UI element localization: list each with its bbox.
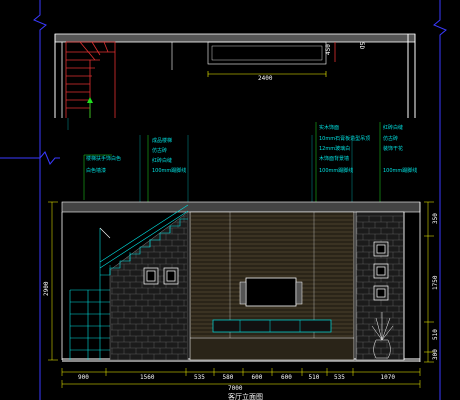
flower-vase [371, 312, 394, 359]
stair-wall-frames [143, 267, 179, 285]
plan-view: 2400 450 5D [54, 33, 416, 118]
note-d-1: 红砖白缝 [383, 124, 403, 131]
annotation-group-c: 实木饰面 10mm石膏板造型吊顶 12mm玻璃白 木饰面背景墙 100mm踢脚线 [315, 122, 370, 210]
bottom-dim-9: 1070 [381, 374, 396, 381]
height-right-low: 510 [432, 329, 439, 340]
annotation-group-b: 成品楼梯 仿古砖 红砖白缝 100mm踢脚线 [147, 135, 186, 210]
break-lines [0, 0, 447, 400]
note-b-2: 仿古砖 [152, 147, 167, 154]
stair-plan [65, 41, 116, 118]
annotation-group-d: 红砖白缝 仿古砖 装饰干花 100mm踢脚线 [379, 122, 417, 210]
note-d-2: 仿古砖 [383, 135, 398, 142]
note-d-4: 100mm踢脚线 [383, 167, 417, 174]
note-c-1: 实木饰面 [319, 124, 339, 131]
bottom-dim-4: 580 [223, 374, 234, 381]
stair-steps [99, 204, 189, 276]
note-a-2: 白色墙漆 [86, 167, 106, 174]
note-b-1: 成品楼梯 [152, 137, 172, 144]
tv-screen [245, 277, 297, 307]
plan-dim-width: 2400 [258, 75, 273, 82]
note-d-3: 装饰干花 [383, 145, 403, 152]
note-b-3: 红砖白缝 [152, 157, 172, 164]
elevation: 2900 350 1750 510 300 900 1560 535 580 600 60… [43, 201, 439, 392]
speaker-right [295, 281, 303, 305]
plan-marker: 5D [358, 42, 365, 50]
note-c-2: 10mm石膏板造型吊顶 [319, 135, 370, 142]
total-width: 7000 [228, 385, 243, 392]
height-right-top: 350 [432, 213, 439, 224]
bottom-dim-1: 900 [78, 374, 89, 381]
height-right-base: 300 [432, 349, 439, 360]
bottom-dim-5: 600 [252, 374, 263, 381]
bottom-dim-8: 535 [334, 374, 345, 381]
brick-wall-left [111, 215, 187, 360]
niche-frames [373, 241, 389, 301]
note-b-4: 100mm踢脚线 [152, 167, 186, 174]
lower-stair [69, 228, 110, 360]
note-c-3: 12mm玻璃白 [319, 145, 350, 152]
tv-cabinet [212, 319, 332, 333]
bottom-dimension-chain: 900 1560 535 580 600 600 510 535 1070 [61, 368, 421, 381]
bottom-dim-2: 1560 [140, 374, 155, 381]
annotation-group-a: 楼梯扶手饰白色 白色墙漆 [83, 154, 121, 200]
note-c-4: 木饰面背景墙 [319, 155, 349, 162]
plan-dim-height: 450 [325, 44, 332, 55]
bottom-dim-7: 510 [309, 374, 320, 381]
projection-lines [67, 118, 353, 210]
height-right-mid: 1750 [432, 275, 439, 290]
bottom-dim-3: 535 [194, 374, 205, 381]
bottom-dim-6: 600 [281, 374, 292, 381]
height-left: 2900 [43, 281, 50, 296]
stair-balusters [109, 226, 171, 275]
drawing-title: 客厅立面图 [228, 392, 263, 400]
note-a-1: 楼梯扶手饰白色 [86, 155, 121, 162]
speaker-left [239, 281, 247, 305]
note-c-5: 100mm踢脚线 [319, 167, 353, 174]
